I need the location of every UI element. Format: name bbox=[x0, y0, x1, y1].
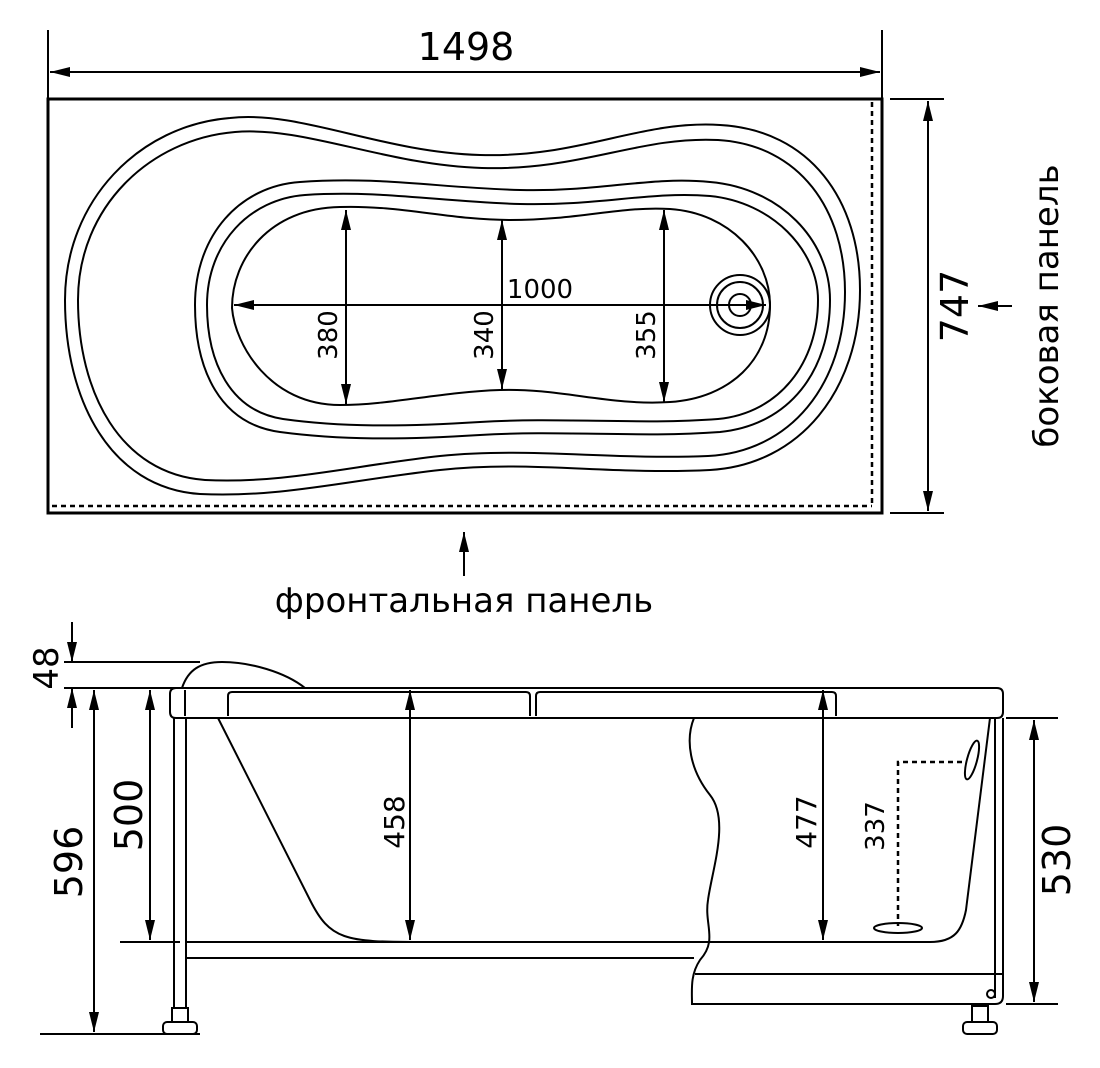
side-view: 48 596 500 bbox=[27, 622, 1079, 1035]
panel-height-label: 530 bbox=[1035, 824, 1079, 897]
overflow-dashed-leader bbox=[896, 760, 962, 926]
front-panel-cutaway bbox=[688, 717, 1004, 1005]
right-foot-icon bbox=[962, 1005, 998, 1035]
overflow-icon bbox=[963, 739, 981, 781]
rim-inner-curve bbox=[76, 130, 847, 482]
length-label: 1498 bbox=[418, 25, 515, 69]
top-view: 1498 1000 380 340 355 bbox=[46, 25, 1067, 621]
depth-right-label: 477 bbox=[790, 795, 823, 848]
bowl-inner-curve bbox=[205, 192, 820, 427]
rim-outer-curve bbox=[63, 116, 862, 496]
frame-height-label: 500 bbox=[107, 779, 151, 852]
tub-outline-rect bbox=[46, 97, 884, 515]
bowl-bottom-curve bbox=[230, 205, 772, 407]
depth-left-label: 458 bbox=[378, 795, 411, 848]
front-panel-label: фронтальная панель bbox=[275, 581, 653, 621]
rim-thickness-label: 48 bbox=[27, 646, 67, 689]
width-right-label: 355 bbox=[632, 310, 662, 360]
width-label: 747 bbox=[933, 270, 977, 343]
inner-length-label: 1000 bbox=[507, 275, 573, 305]
width-middle-label: 340 bbox=[470, 310, 500, 360]
width-left-label: 380 bbox=[314, 310, 344, 360]
rim-top bbox=[169, 687, 1004, 719]
overflow-height-label: 337 bbox=[861, 801, 891, 851]
total-height-label: 596 bbox=[47, 826, 91, 899]
left-foot-icon bbox=[162, 1007, 198, 1035]
side-panel-label: боковая панель bbox=[1027, 164, 1067, 447]
bowl-outer-curve bbox=[193, 179, 832, 440]
headrest-shape bbox=[181, 660, 306, 689]
